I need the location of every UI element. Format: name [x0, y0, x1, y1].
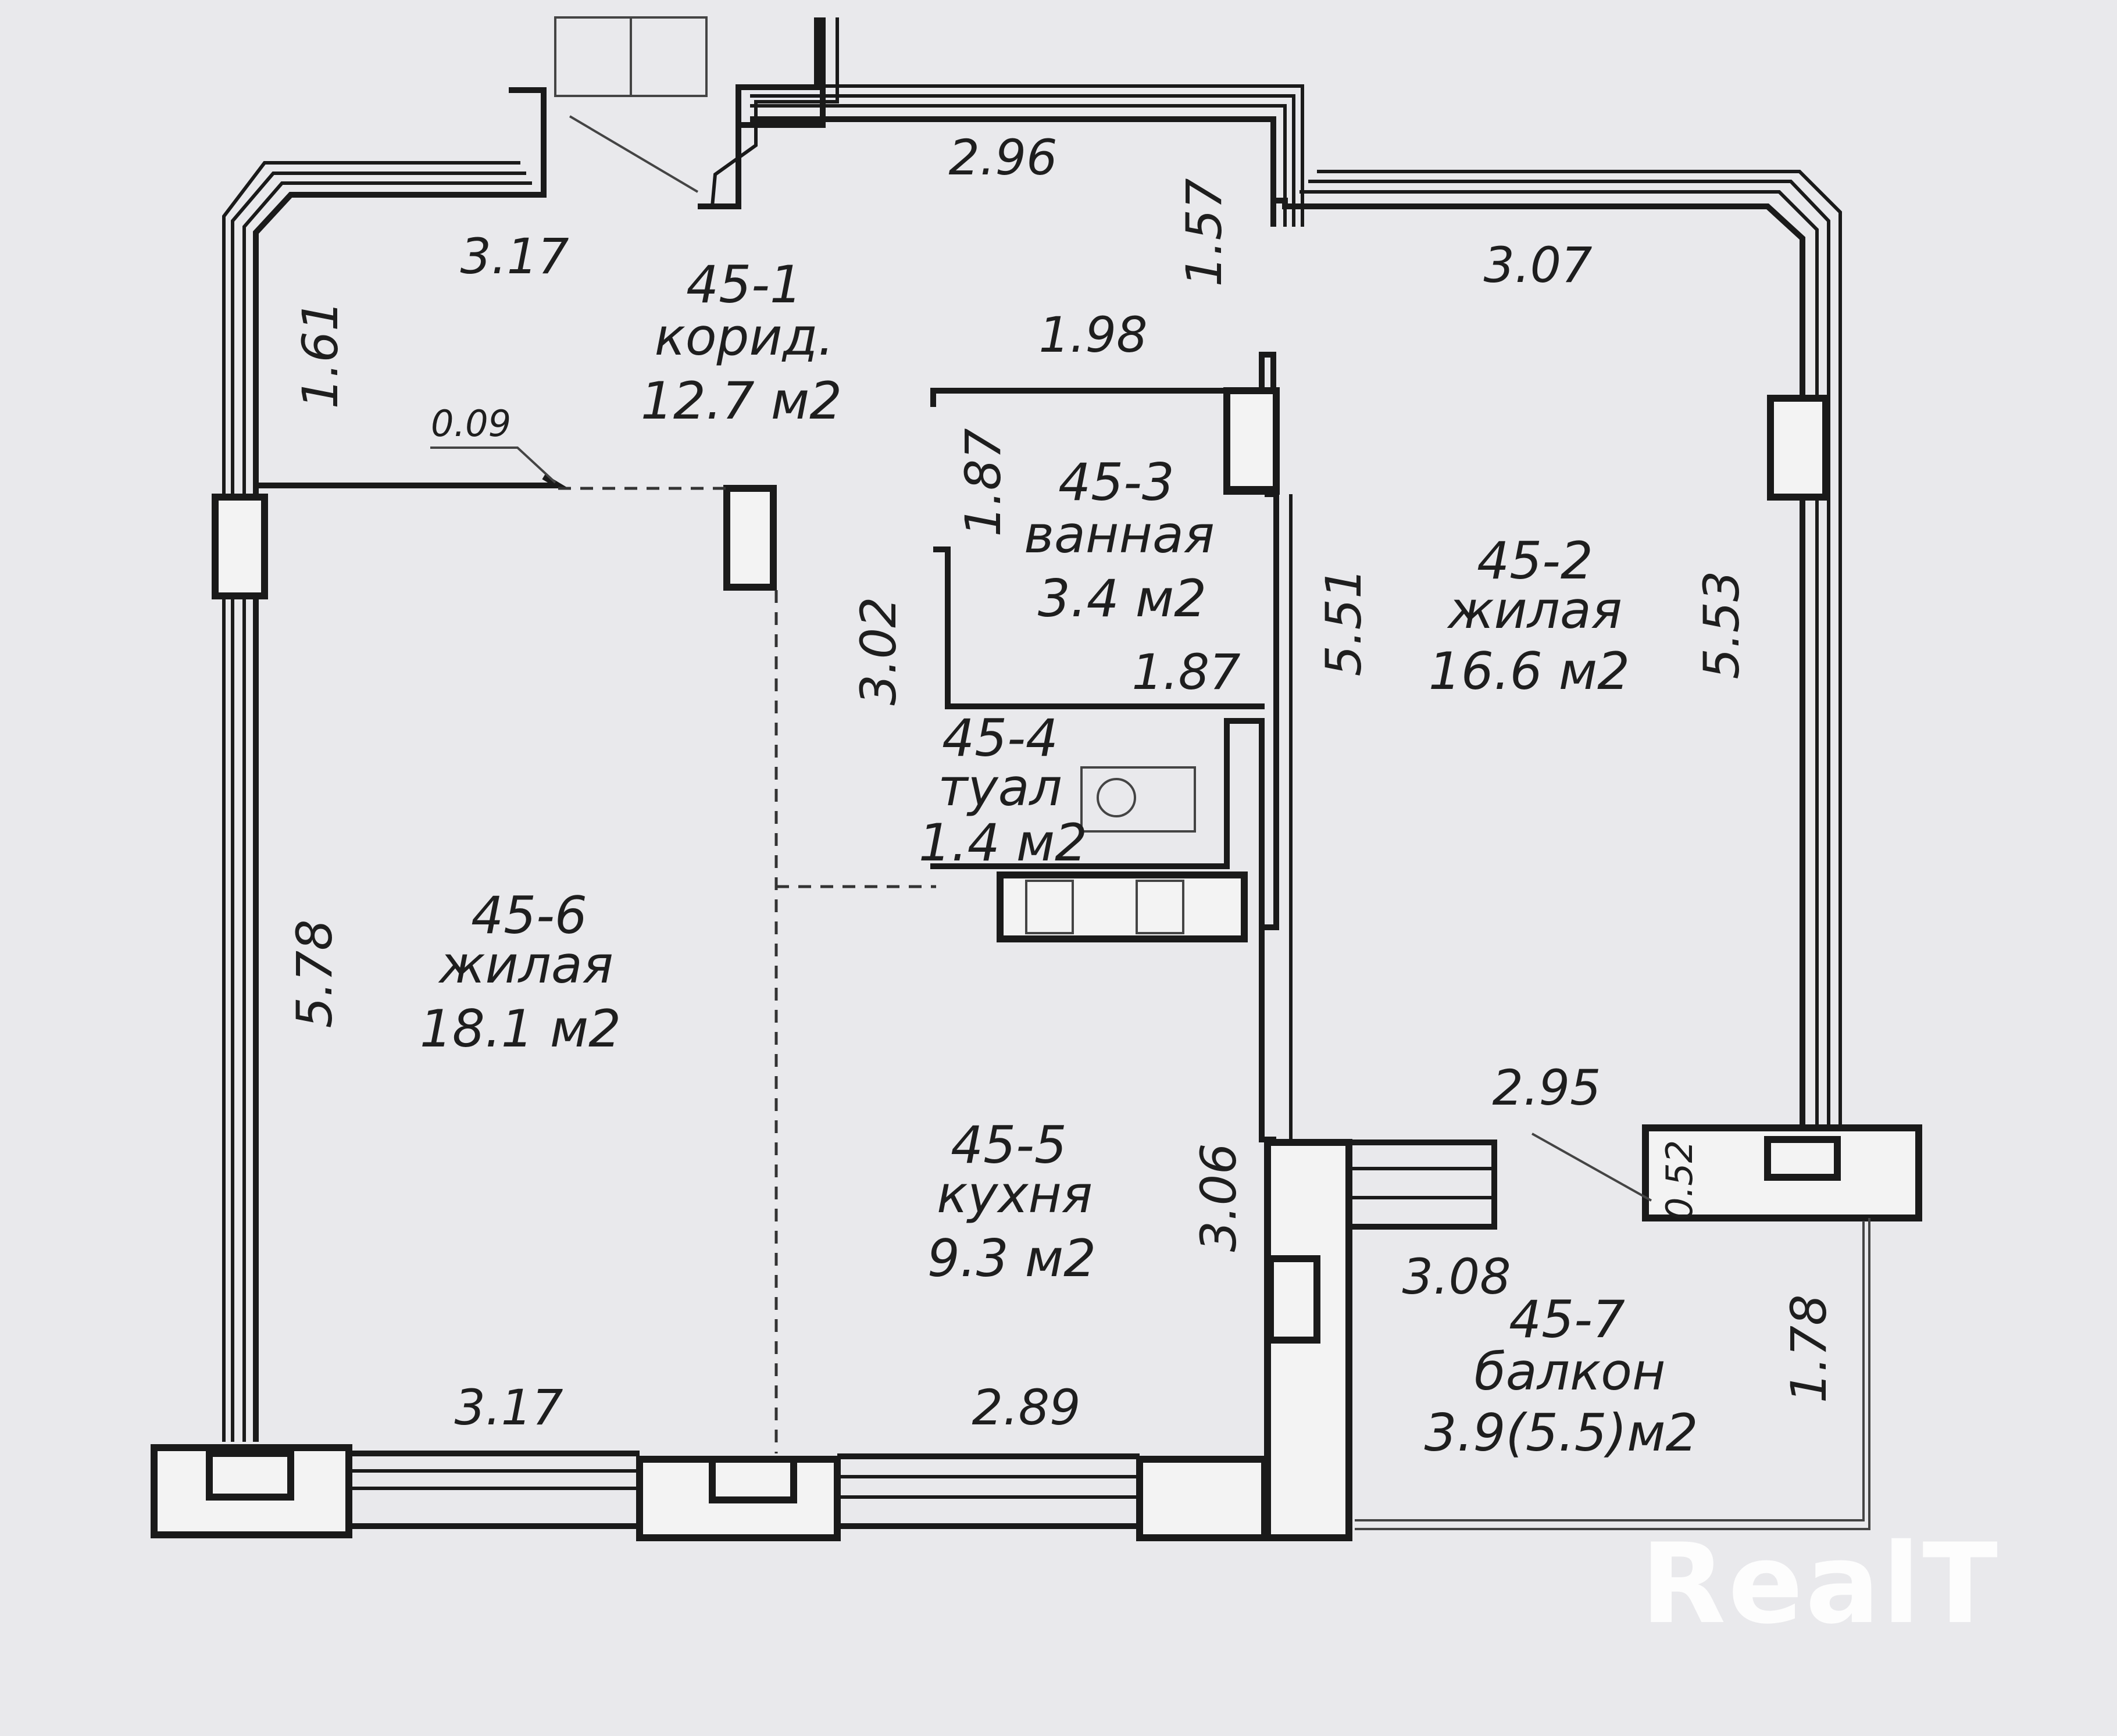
room-id: 45-7 — [1509, 1290, 1625, 1349]
room-id: 45-1 — [686, 255, 802, 315]
dim-balcony-top: 3.08 — [1402, 1248, 1511, 1305]
room-type: кухня — [937, 1165, 1093, 1224]
dim-hall-side: 3.02 — [850, 596, 907, 705]
room-area: 3.4 м2 — [1038, 569, 1206, 628]
bottom-walls — [151, 1444, 1268, 1541]
room-area: 3.9(5.5)м2 — [1425, 1403, 1698, 1463]
room-45-6: 45-6 жилая 18.1 м2 — [420, 885, 621, 1059]
room-area: 18.1 м2 — [420, 999, 621, 1059]
interior-walls — [256, 352, 1870, 1541]
dim-room2-left: 5.51 — [1315, 567, 1372, 676]
room-type: жилая — [438, 935, 613, 995]
dim-room2-right: 5.53 — [1693, 570, 1750, 679]
dim-balcony-angle: 2.95 — [1492, 1059, 1601, 1116]
room-area: 12.7 м2 — [641, 371, 842, 431]
room-id: 45-4 — [942, 708, 1058, 768]
room-45-3: 45-3 ванная 3.4 м2 — [1024, 452, 1215, 628]
dim-corridor-top: 2.96 — [948, 129, 1057, 186]
dim-kitchen-bottom: 2.89 — [972, 1379, 1080, 1436]
dim-bath-side: 1.87 — [955, 428, 1012, 537]
room-type: жилая — [1447, 580, 1622, 640]
room-area: 16.6 м2 — [1429, 641, 1630, 701]
dim-bath-top: 1.98 — [1038, 306, 1147, 363]
room-id: 45-3 — [1058, 452, 1174, 512]
room-type: балкон — [1475, 1342, 1666, 1402]
room-area: 1.4 м2 — [919, 813, 1087, 873]
room-id: 45-5 — [951, 1115, 1067, 1175]
room-type: туал — [938, 758, 1062, 817]
dim-bath-bottom: 1.87 — [1131, 644, 1240, 701]
dim-corridor-left: 3.17 — [460, 228, 569, 285]
room-45-2: 45-2 жилая 16.6 м2 — [1429, 531, 1630, 701]
outer-walls — [222, 17, 1842, 1442]
room-id: 45-2 — [1477, 531, 1593, 591]
dim-corridor-right: 1.57 — [1176, 178, 1233, 287]
room-id: 45-6 — [471, 885, 587, 945]
realt-watermark: RealT — [1641, 1520, 2000, 1648]
room-45-7: 45-7 балкон 3.9(5.5)м2 — [1425, 1290, 1698, 1463]
dim-corridor-side: 1.61 — [292, 300, 349, 409]
room-45-5: 45-5 кухня 9.3 м2 — [927, 1115, 1096, 1288]
room-type: ванная — [1024, 505, 1215, 565]
leader-line — [430, 446, 556, 484]
dim-room2-top: 3.07 — [1483, 237, 1592, 294]
window-marker — [554, 16, 1652, 1202]
dim-wall-offset: 0.09 — [431, 402, 511, 445]
dim-kitchen-side: 3.06 — [1190, 1143, 1247, 1252]
room-45-1: 45-1 корид. 12.7 м2 — [641, 255, 842, 431]
dim-room6-side: 5.78 — [286, 919, 343, 1028]
dim-room6-bottom: 3.17 — [454, 1379, 563, 1436]
zone-lines — [558, 487, 936, 1453]
dimensions: 2.96 3.17 1.61 1.57 0.09 1.98 1.87 1.87 … — [286, 129, 1837, 1436]
dim-balcony-small: 0.52 — [1658, 1140, 1701, 1220]
room-area: 9.3 м2 — [927, 1228, 1096, 1288]
room-type: корид. — [655, 307, 834, 367]
room-45-4: 45-4 туал 1.4 м2 — [919, 708, 1087, 873]
dim-balcony-side: 1.78 — [1780, 1294, 1837, 1403]
